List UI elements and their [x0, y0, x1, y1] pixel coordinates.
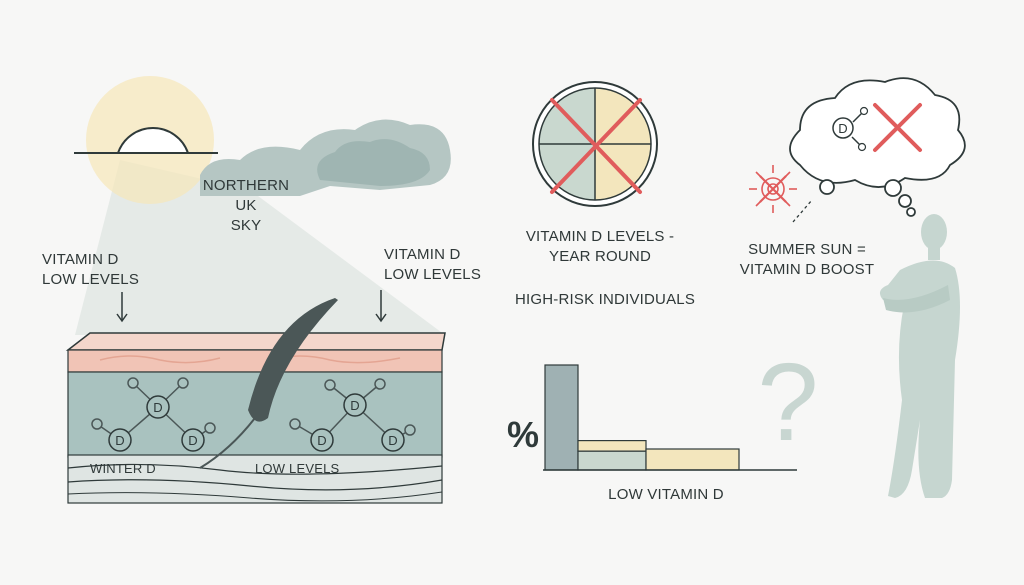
percent-axis-label: % [507, 414, 539, 455]
molecule-d: D [388, 433, 397, 448]
sky-label: NORTHERN UK SKY [202, 177, 290, 234]
high-risk-label: HIGH-RISK INDIVIDUALS [514, 291, 696, 308]
left-vitamin-label: VITAMIN D LOW LEVELS [42, 251, 140, 288]
down-arrow-left [116, 292, 128, 323]
cloud-icon [200, 119, 451, 196]
year-round-label: VITAMIN D LEVELS - YEAR ROUND [525, 228, 675, 265]
molecule-d: D [317, 433, 326, 448]
bar-chart: % [507, 364, 797, 471]
molecule-labels: D D D D D D [115, 398, 397, 448]
sunlight-beam [75, 160, 445, 335]
winter-d-label: WINTER D [90, 461, 156, 476]
low-levels-label: LOW LEVELS [255, 461, 340, 476]
chart-bar [645, 448, 740, 471]
vitamin-d-molecules [108, 393, 405, 452]
chart-bar [577, 440, 647, 452]
molecule-d: D [188, 433, 197, 448]
molecule-d: D [350, 398, 359, 413]
molecule-d: D [838, 121, 847, 136]
sun-icon [74, 76, 218, 204]
dashed-connector [792, 199, 813, 223]
chart-bar [544, 364, 579, 471]
cross-icon [873, 103, 922, 152]
chart-bar [577, 450, 647, 471]
down-arrow-right [375, 290, 387, 323]
summer-sun-label: SUMMER SUN = VITAMIN D BOOST [739, 241, 875, 278]
question-mark: ? [757, 341, 818, 464]
right-vitamin-label: VITAMIN D LOW LEVELS [384, 246, 482, 283]
person-figure [879, 214, 960, 498]
hair-follicle [199, 298, 338, 469]
low-vitamin-d-label: LOW VITAMIN D [608, 486, 724, 503]
cross-icon [550, 98, 642, 194]
molecule-d: D [153, 400, 162, 415]
crossed-sun-icon [749, 165, 797, 213]
bubble-molecule: D [832, 106, 869, 152]
molecule-d: D [115, 433, 124, 448]
